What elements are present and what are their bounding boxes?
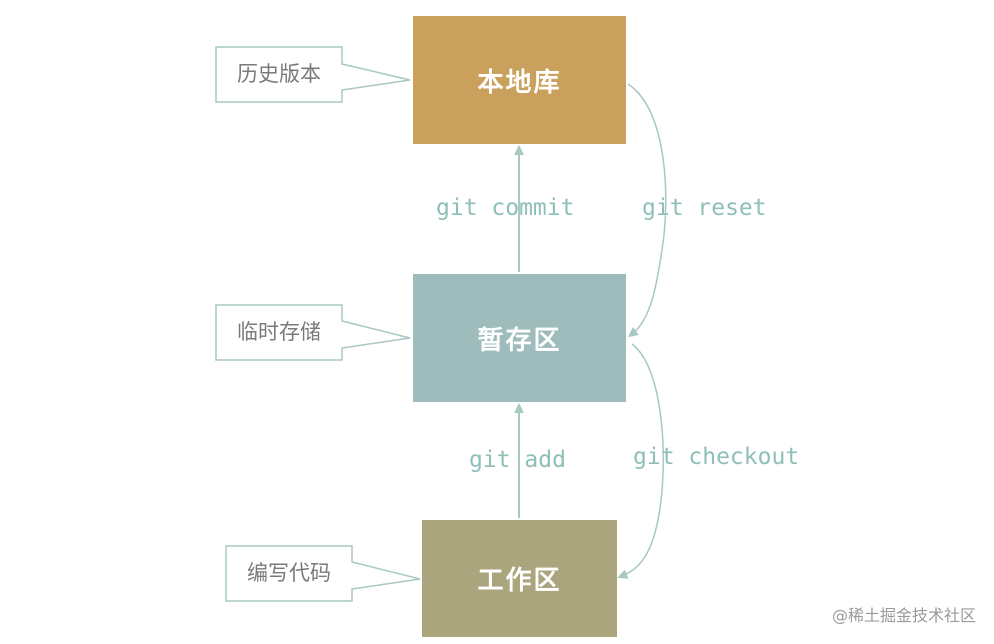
history-callout-text: 历史版本 — [237, 62, 321, 86]
checkout-arrow — [617, 343, 664, 579]
local-repository-box: 本地库 — [413, 16, 626, 144]
write-code-callout-text: 编写代码 — [247, 561, 331, 585]
history-callout-shape — [215, 46, 411, 103]
git-add-label: git add — [469, 447, 566, 473]
watermark: @稀土掘金技术社区 — [831, 606, 976, 625]
working-directory-box: 工作区 — [422, 520, 617, 637]
reset-arrow — [627, 83, 667, 338]
git-checkout-label: git checkout — [633, 444, 800, 470]
git-reset-label: git reset — [642, 195, 767, 221]
code-callout-shape — [225, 545, 421, 602]
temp-callout-shape — [215, 304, 411, 361]
git-commit-label: git commit — [436, 195, 575, 221]
staging-area-box: 暂存区 — [413, 274, 626, 402]
temporary-storage-callout-text: 临时存储 — [237, 320, 321, 344]
